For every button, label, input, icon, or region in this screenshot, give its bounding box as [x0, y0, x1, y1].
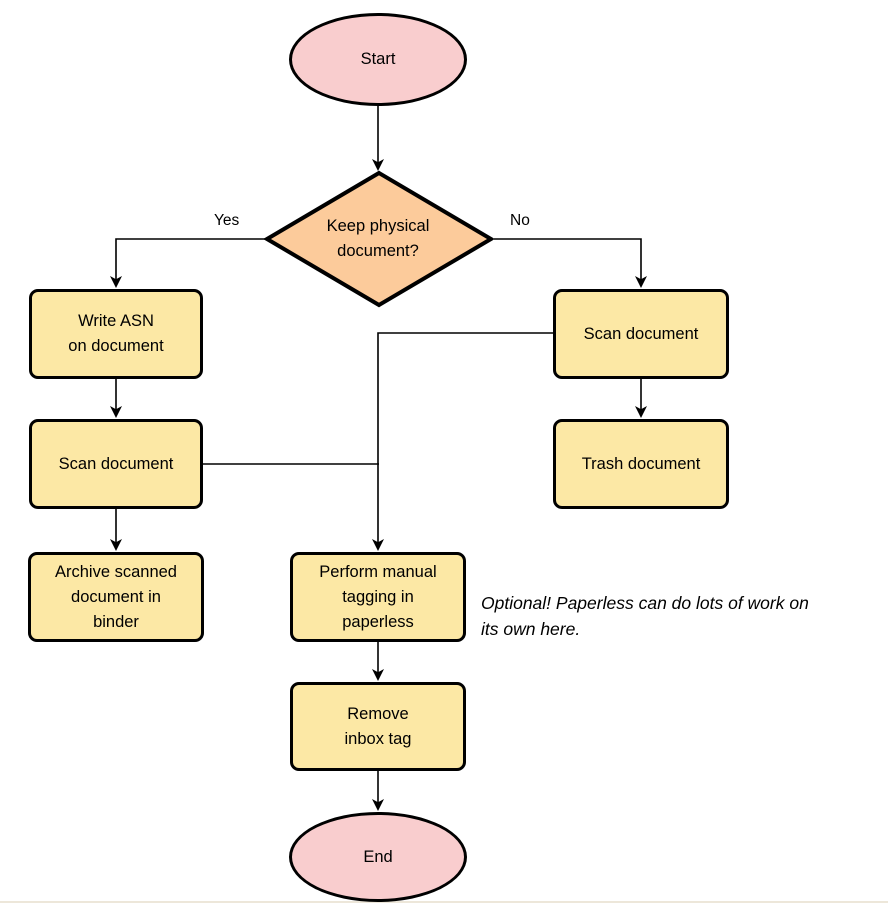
- edge-label-no: No: [508, 212, 532, 230]
- decision-label: Keep physical document?: [326, 217, 430, 260]
- node-scan-document-left: Scan document: [29, 419, 203, 509]
- node-end: End: [289, 812, 467, 902]
- node-remove-inbox-tag: Remove inbox tag: [290, 682, 466, 771]
- node-write-asn: Write ASN on document: [29, 289, 203, 379]
- edge-decision-to-scan-right: [491, 238, 647, 288]
- node-decision-keep-physical: Keep physical document?: [263, 169, 493, 309]
- node-scan-document-right: Scan document: [553, 289, 729, 379]
- edge-decision-to-write-asn: [110, 238, 267, 288]
- edge-label-yes: Yes: [212, 212, 242, 230]
- node-archive-binder: Archive scanned document in binder: [28, 552, 204, 642]
- node-start: Start: [289, 13, 467, 106]
- page-bottom-rule: [0, 901, 888, 903]
- node-trash-document: Trash document: [553, 419, 729, 509]
- node-perform-tagging: Perform manual tagging in paperless: [290, 552, 466, 642]
- note-optional-paperless: Optional! Paperless can do lots of work …: [481, 593, 809, 639]
- edge-scan-right-to-perform: [372, 332, 553, 551]
- decision-diamond-shape: [263, 170, 493, 308]
